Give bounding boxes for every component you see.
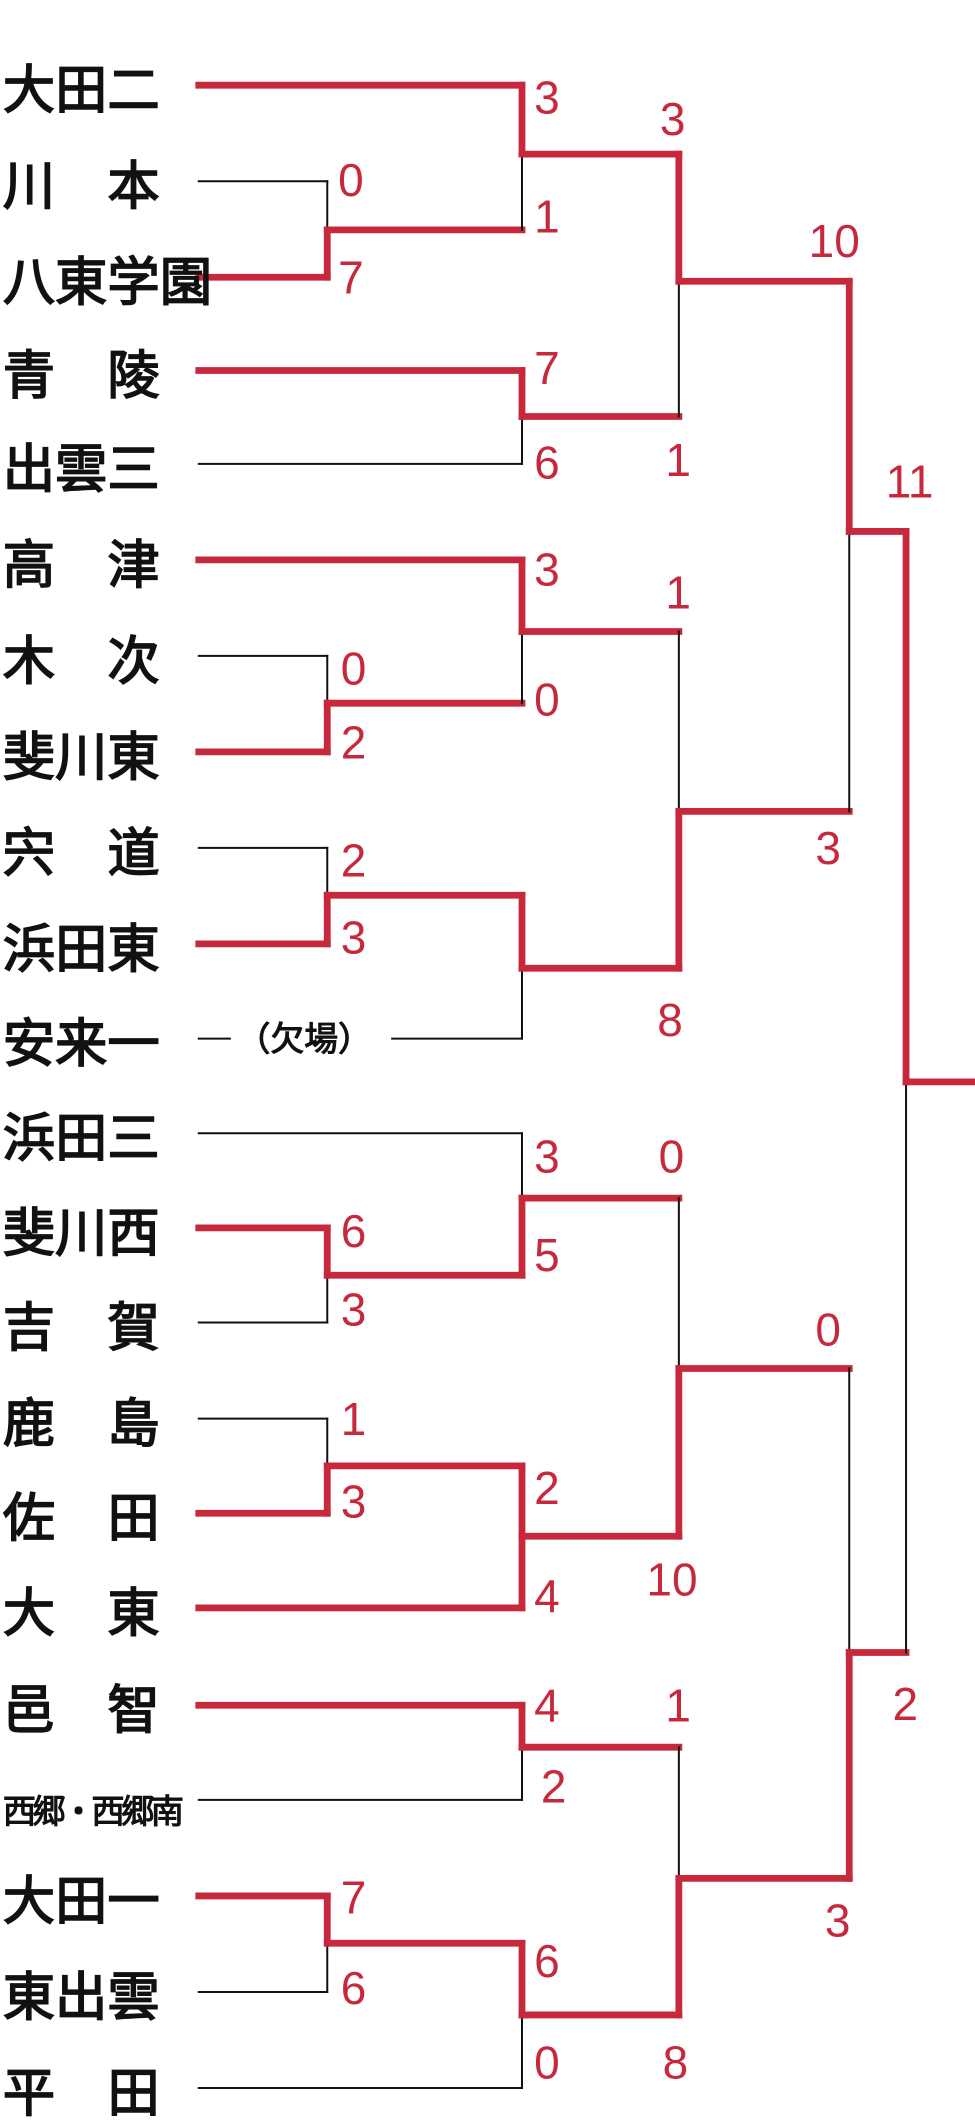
score-label: 2 bbox=[534, 1462, 560, 1514]
team-name: 浜田東 bbox=[3, 919, 160, 980]
score-label: 3 bbox=[534, 1130, 560, 1182]
score-label: 7 bbox=[338, 251, 364, 303]
team-name: 大 東 bbox=[3, 1583, 160, 1644]
score-label: 0 bbox=[341, 642, 367, 694]
score-label: 6 bbox=[534, 437, 560, 489]
score-label: 3 bbox=[341, 911, 367, 963]
score-label: 0 bbox=[534, 673, 560, 725]
team-name: 斐川西 bbox=[3, 1203, 160, 1264]
score-label: 3 bbox=[341, 1475, 367, 1527]
score-label: 3 bbox=[660, 93, 686, 145]
score-label: 2 bbox=[341, 834, 367, 886]
score-label: 4 bbox=[534, 1679, 560, 1731]
score-label: 3 bbox=[825, 1894, 851, 1946]
score-label: 0 bbox=[659, 1130, 685, 1182]
team-name: 川 本 bbox=[3, 156, 160, 217]
score-label: 2 bbox=[341, 717, 367, 769]
team-name: 斐川東 bbox=[3, 727, 160, 788]
team-name: 西郷・西郷南 bbox=[3, 1792, 184, 1831]
forfeit-note: （欠場） bbox=[237, 1020, 372, 1059]
team-name: 宍 道 bbox=[3, 823, 160, 884]
team-name: 邑 智 bbox=[3, 1680, 160, 1741]
team-name: 高 津 bbox=[3, 535, 160, 596]
score-label: 2 bbox=[893, 1678, 919, 1730]
score-label: 3 bbox=[534, 72, 560, 124]
score-label: 1 bbox=[665, 434, 691, 486]
score-label: 8 bbox=[657, 994, 683, 1046]
team-name: 出雲三 bbox=[3, 439, 160, 500]
team-name: 佐 田 bbox=[2, 1488, 160, 1549]
team-name: 大田二 bbox=[3, 60, 160, 121]
score-label: 3 bbox=[815, 822, 841, 874]
team-name: 吉 賀 bbox=[3, 1298, 160, 1359]
team-name: 鹿 島 bbox=[3, 1394, 160, 1455]
score-label: 1 bbox=[665, 567, 691, 619]
score-label: 11 bbox=[886, 456, 934, 508]
score-label: 1 bbox=[534, 191, 560, 243]
team-name: 浜田三 bbox=[3, 1108, 160, 1169]
score-label: 6 bbox=[341, 1205, 367, 1257]
score-label: 0 bbox=[338, 154, 364, 206]
team-name: 青 陵 bbox=[3, 346, 161, 407]
score-label: 7 bbox=[341, 1872, 367, 1924]
team-name: 平 田 bbox=[3, 2063, 160, 2120]
score-label: 3 bbox=[341, 1283, 367, 1335]
score-label: 10 bbox=[809, 215, 860, 267]
score-label: 2 bbox=[541, 1761, 567, 1813]
score-label: 6 bbox=[341, 1962, 367, 2014]
score-label: 5 bbox=[534, 1229, 560, 1281]
score-label: 3 bbox=[534, 544, 560, 596]
team-name: 東出雲 bbox=[3, 1967, 160, 2028]
score-label: 1 bbox=[665, 1679, 691, 1731]
team-name: 木 次 bbox=[3, 631, 160, 692]
score-label: 0 bbox=[815, 1304, 841, 1356]
team-name: 安来一 bbox=[3, 1014, 160, 1075]
score-label: 4 bbox=[534, 1570, 560, 1622]
score-label: 7 bbox=[534, 342, 560, 394]
score-label: 0 bbox=[534, 2036, 560, 2088]
team-name: 大田一 bbox=[3, 1871, 160, 1932]
score-label: 8 bbox=[663, 2036, 689, 2088]
score-label: 6 bbox=[534, 1935, 560, 1987]
team-name: 八東学園 bbox=[3, 252, 212, 313]
score-label: 10 bbox=[646, 1554, 697, 1606]
score-label: 1 bbox=[341, 1393, 367, 1445]
